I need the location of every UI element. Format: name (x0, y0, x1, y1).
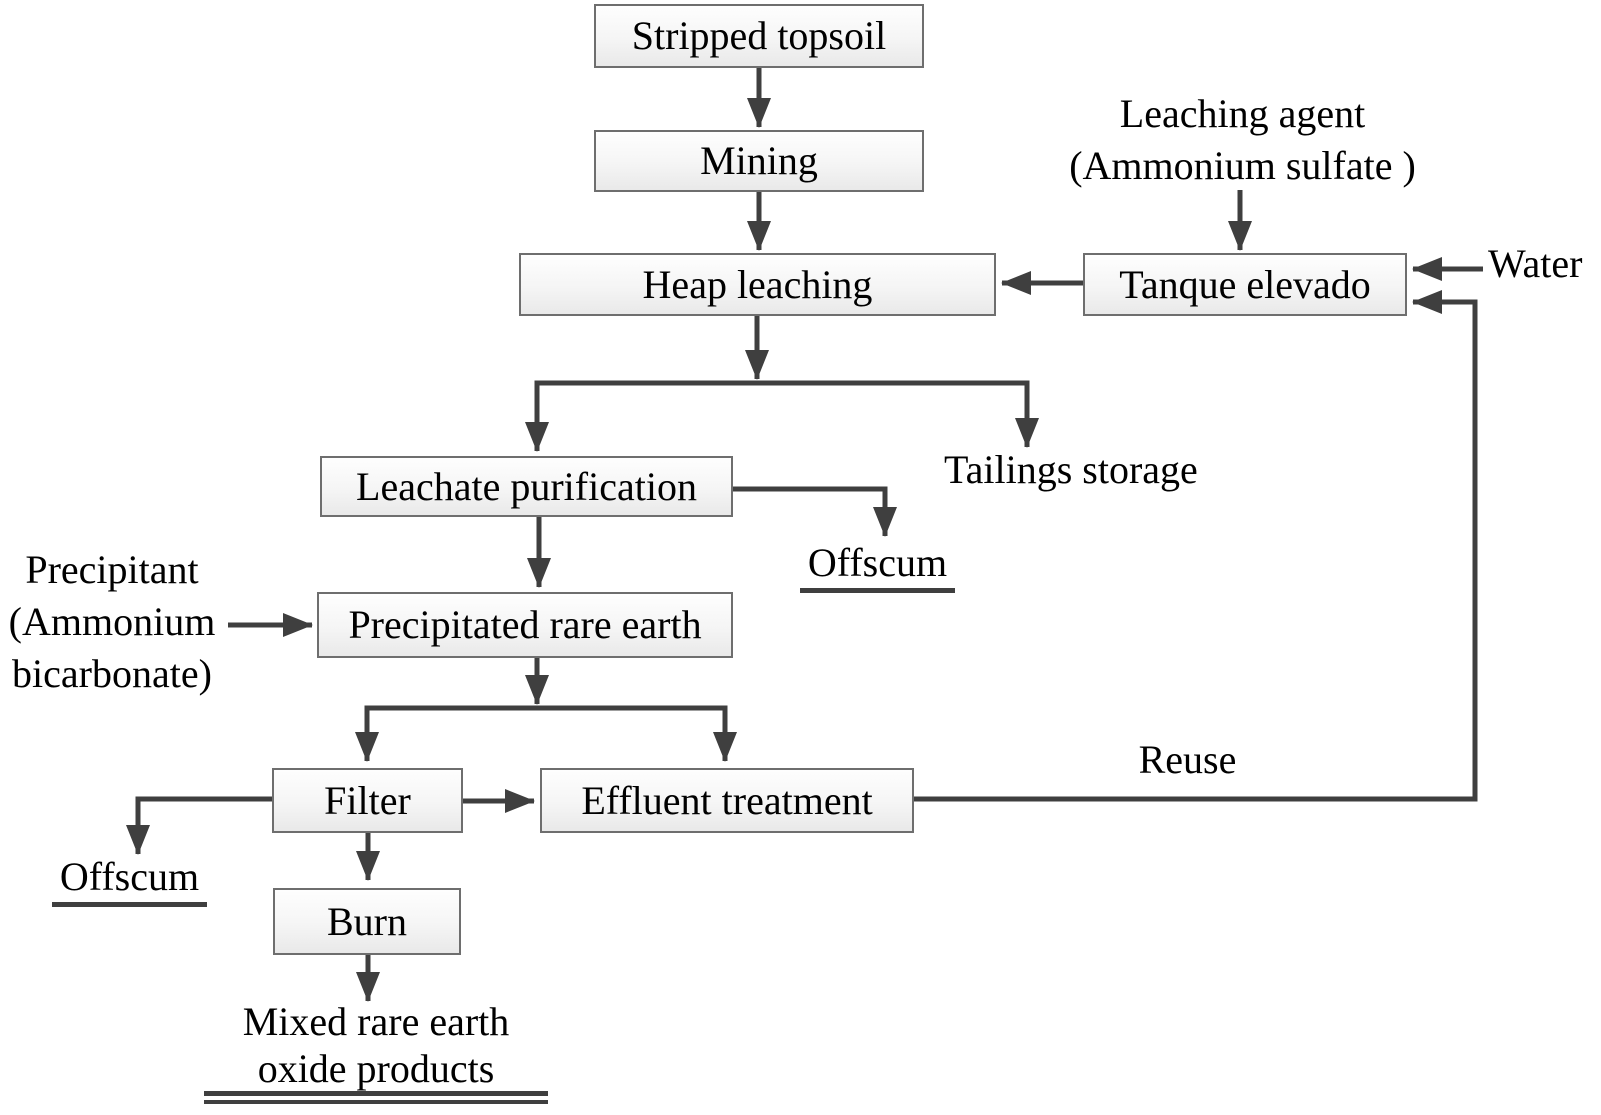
label-leaching-agent-line2: (Ammonium sulfate ) (1069, 143, 1416, 188)
label-offscum-left-text: Offscum (52, 857, 207, 907)
node-effluent-treatment: Effluent treatment (540, 768, 914, 833)
node-label: Heap leaching (642, 261, 873, 307)
node-label: Stripped topsoil (631, 13, 887, 58)
node-tanque-elevado: Tanque elevado (1083, 253, 1407, 316)
label-offscum-top-text: Offscum (800, 543, 955, 593)
label-mixed-products-line1: Mixed rare earth (242, 999, 510, 1044)
node-label: Mining (700, 138, 818, 183)
label-mixed-products-line2: oxide products (257, 1046, 495, 1091)
arrow-filter-to-offscum (126, 796, 272, 855)
label-tailings-storage: Tailings storage (944, 447, 1198, 492)
label-leaching-agent: Leaching agent (Ammonium sulfate ) (1055, 88, 1430, 192)
label-leaching-agent-line1: Leaching agent (1119, 91, 1366, 136)
node-filter: Filter (272, 768, 463, 833)
label-precipitant: Precipitant (Ammonium bicarbonate) (0, 544, 224, 700)
node-label: Filter (324, 777, 411, 823)
mixed-products-double-underline (204, 1091, 548, 1104)
node-label: Precipitated rare earth (348, 602, 702, 647)
node-label: Tanque elevado (1119, 261, 1371, 307)
node-burn: Burn (273, 888, 461, 955)
label-precipitant-line1: Precipitant (25, 547, 199, 592)
label-precipitant-line2: (Ammonium (8, 599, 216, 644)
label-water: Water (1488, 241, 1583, 286)
node-stripped-topsoil: Stripped topsoil (594, 4, 924, 68)
node-label: Burn (327, 898, 407, 944)
label-offscum-left: Offscum (52, 857, 207, 907)
node-label: Effluent treatment (581, 777, 873, 823)
label-reuse: Reuse (1138, 737, 1237, 782)
label-offscum-top: Offscum (800, 543, 955, 593)
node-mining: Mining (594, 130, 924, 192)
label-mixed-products: Mixed rare earth oxide products (204, 998, 548, 1092)
node-label: Leachate purification (356, 463, 697, 509)
label-precipitant-line3: bicarbonate) (12, 651, 212, 696)
arrow-effluent-reuse-to-tanque-elevado (914, 290, 1478, 802)
node-precipitated-rare-earth: Precipitated rare earth (317, 592, 733, 658)
node-heap-leaching: Heap leaching (519, 253, 996, 316)
node-leachate-purification: Leachate purification (320, 456, 733, 517)
arrow-leachate-purification-to-offscum (733, 486, 897, 537)
